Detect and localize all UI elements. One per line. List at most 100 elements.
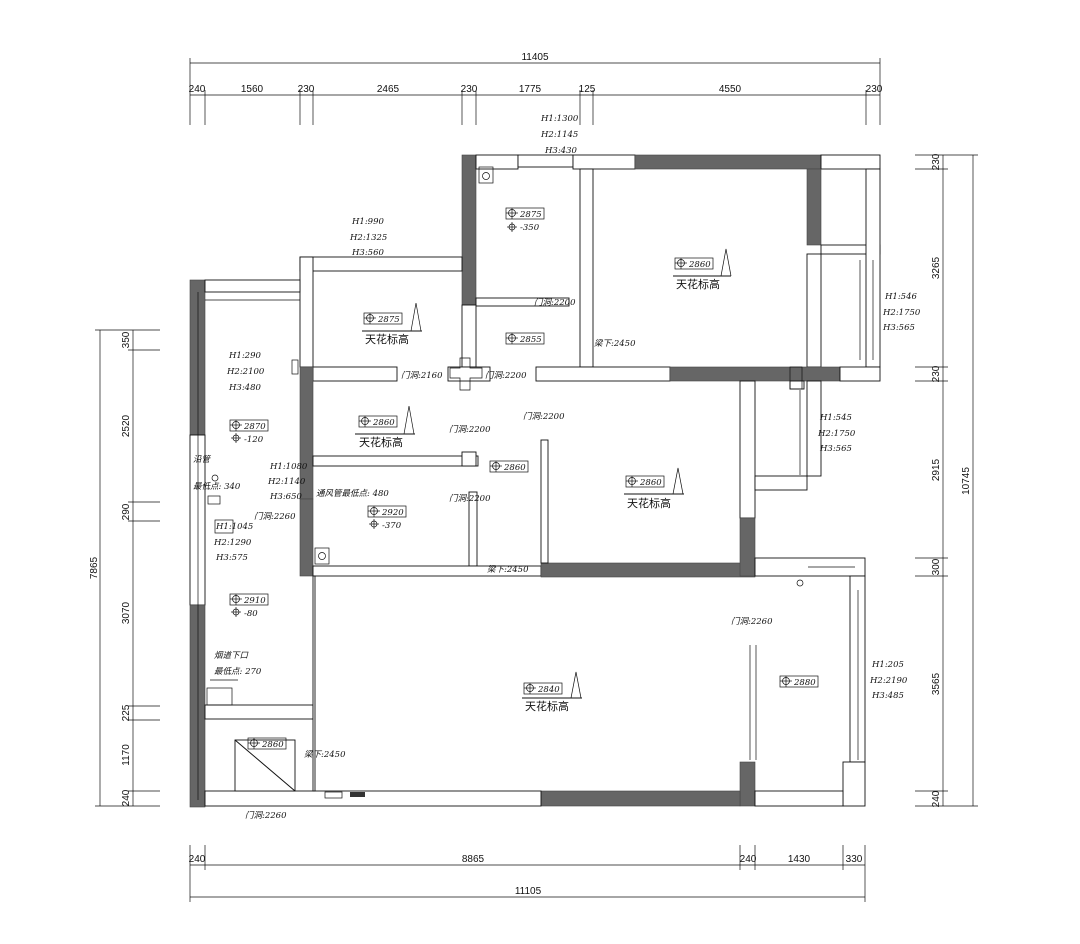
ceiling-tag: 2860 天花标高 [673,248,732,291]
note-bedroom-top-h3: H3:560 [351,248,385,258]
left-dim-7: 240 [121,789,132,806]
door-note-2: 门洞:2160 [401,370,443,381]
ceiling-tag-value: 2880 [793,678,816,688]
ceiling-tag: 2875 -350 [505,207,545,233]
door-note-7: 门洞:2260 [254,511,296,522]
ceiling-label: 天花标高 [359,435,403,449]
note-right-mid-h2: H2:1750 [817,429,856,439]
ceiling-tag: 2910 -80 [229,593,269,619]
walls [189,154,881,808]
door-beam-notes: 门洞:2200 门洞:2160 门洞:2200 门洞:2200 门洞:2200 … [193,297,773,821]
door-note-5: 门洞:2200 [449,424,491,435]
note-left-mid-h1: H1:1080 [269,462,308,472]
right-dim-7: 240 [931,790,942,807]
ceiling-tag-offset: -370 [382,521,402,531]
right-dim-5: 300 [931,558,942,575]
note-left-mid-h3: H3:650 [269,492,303,502]
ceiling-tag-value: 2855 [519,335,542,345]
ceiling-tag: 2870 -120 [229,419,269,445]
window-notes: H1:1300 H2:1145 H3:430 H1:990 H2:1325 H3… [213,114,921,701]
bottom-total-dim: 11105 [515,886,542,897]
right-dim-4: 2915 [931,458,942,481]
top-dim-8: 4550 [719,84,742,95]
ceiling-tag-value: 2875 [519,210,542,220]
ceiling-tag: 2860 天花标高 [624,467,684,510]
ceiling-label: 天花标高 [525,699,569,713]
door-note-8: 门洞:2260 [731,616,773,627]
ceiling-tag-value: 2860 [503,463,526,473]
ceiling-tag: 2840 天花标高 [522,671,582,713]
door-note-3: 门洞:2200 [485,370,527,381]
ceiling-tag-offset: -350 [520,223,540,233]
note-right-upper-h1: H1:546 [884,292,918,302]
note-left-low-h1: H1:1045 [215,522,253,532]
note-top-bath-h3: H3:430 [544,146,578,156]
left-dimension-chain: 7865 350 2520 290 3070 225 1170 240 [89,329,160,807]
note-right-mid-h1: H1:545 [819,413,852,423]
bottom-dim-4: 1430 [788,854,811,865]
note-left-top-h1: H1:290 [228,351,262,361]
ceiling-tag-value: 2920 [381,508,404,518]
left-dim-2: 2520 [121,414,132,437]
note-left-low-h3: H3:575 [215,553,248,563]
ceiling-tag-value: 2840 [537,685,560,695]
left-dim-3: 290 [121,503,132,520]
flue-note-1: 烟道下口 [214,650,250,661]
ceiling-tag-value: 2875 [377,315,400,325]
bottom-dim-1: 240 [189,854,206,865]
right-dimension-chain: 230 3265 230 2915 300 3565 240 10745 [915,153,978,807]
top-dimension-chain: 11405 240 1560 230 2465 230 1775 125 455… [189,52,883,125]
ceiling-label: 天花标高 [627,496,671,510]
ceiling-tag: 2875 天花标高 [362,302,422,346]
ceiling-label: 天花标高 [365,332,409,346]
beam-note-3: 梁下:2450 [304,749,346,760]
beam-note-2: 梁下:2450 [487,564,529,575]
top-dim-1: 240 [189,84,206,95]
ceiling-label: 天花标高 [676,277,720,291]
top-dim-5: 230 [461,84,478,95]
bottom-dim-3: 240 [740,854,757,865]
top-dim-7: 125 [579,84,596,95]
note-right-upper-h2: H2:1750 [882,308,921,318]
note-left-top-h2: H2:2100 [226,367,265,377]
beam-note-1: 梁下:2450 [594,338,636,349]
ceiling-tag: 2860 [247,737,287,750]
ceiling-tag: 2920 -370 [367,505,407,531]
vent-note: 通风管最低点: 480 [316,488,389,499]
door-note-1: 门洞:2200 [534,297,576,308]
ceiling-tag-offset: -80 [244,609,258,619]
left-dim-1: 350 [121,331,132,348]
ceiling-tag: 2855 [505,332,545,345]
top-dim-9: 230 [866,84,883,95]
ceiling-tag-value: 2860 [261,740,284,750]
door-note-9: 门洞:2260 [245,810,287,821]
ceiling-tag-value: 2860 [639,478,662,488]
door-note-4: 门洞:2200 [523,411,565,422]
right-dim-1: 230 [931,153,942,170]
openings [197,166,874,800]
ceiling-tag-value: 2870 [243,422,266,432]
ceiling-tag: 2860 天花标高 [355,405,415,449]
flue-note-2: 最低点: 270 [214,666,262,677]
left-pipe-note-1: 沿管 [193,454,212,465]
ceiling-tag-value: 2860 [688,260,711,270]
right-total-dim: 10745 [961,467,972,495]
note-right-upper-h3: H3:565 [882,323,915,333]
note-top-bath-h1: H1:1300 [540,114,579,124]
top-total-dim: 11405 [521,52,549,63]
note-right-mid-h3: H3:565 [819,444,852,454]
note-bedroom-top-h2: H2:1325 [349,233,387,243]
left-dim-6: 1170 [121,744,132,766]
ceiling-tag-value: 2910 [243,596,266,606]
top-dim-2: 1560 [241,84,264,95]
note-left-mid-h2: H2:1140 [267,477,306,487]
door-note-6: 门洞:2200 [449,493,491,504]
bottom-dim-2: 8865 [462,854,485,865]
ceiling-tag-value: 2860 [372,418,395,428]
note-right-lower-h2: H2:2190 [869,676,908,686]
note-right-lower-h3: H3:485 [871,691,904,701]
left-dim-5: 225 [121,704,132,721]
bottom-dim-5: 330 [846,854,863,865]
note-right-lower-h1: H1:205 [871,660,904,670]
